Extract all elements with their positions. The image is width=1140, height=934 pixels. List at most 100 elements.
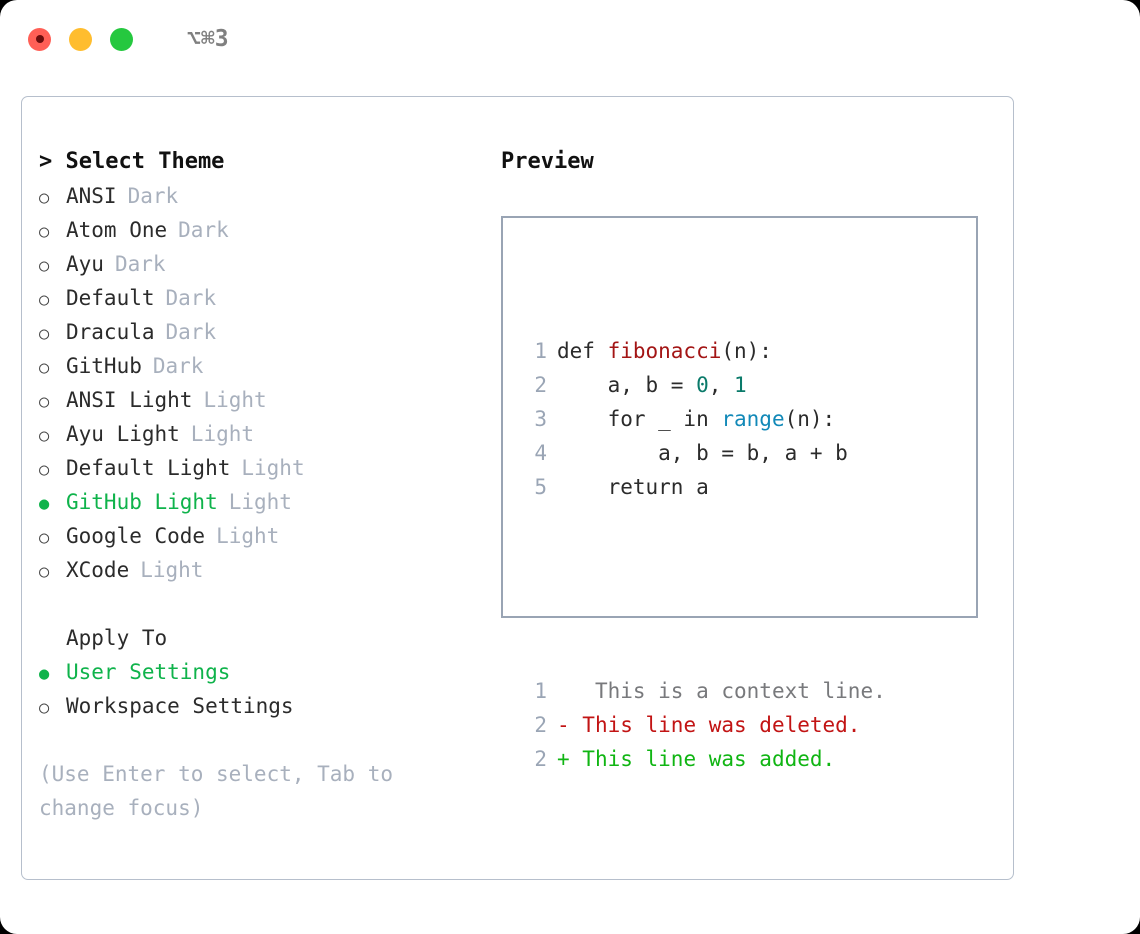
theme-variant-badge: Dark: [114, 252, 166, 276]
line-number: 3: [534, 407, 547, 431]
window-controls: [28, 27, 133, 51]
code-token-def: def: [557, 339, 608, 363]
code-token-num: 1: [734, 373, 747, 397]
theme-variant-badge: Light: [190, 422, 255, 446]
diff-lines: 1 This is a context line. 2- This line wa…: [521, 674, 886, 776]
apply-to-title: Apply To: [66, 626, 168, 650]
radio-unselected-icon: ○: [39, 358, 50, 378]
theme-name: Atom One: [66, 218, 168, 242]
theme-variant-badge: Dark: [127, 184, 179, 208]
line-number: 5: [534, 475, 547, 499]
diff-text-context: This is a context line.: [547, 674, 886, 708]
title-bar: ⌥⌘3: [0, 0, 1140, 78]
close-dot-inner: [35, 35, 44, 43]
code-token-plain: return a: [557, 475, 709, 499]
code-token-plain: for _ in: [557, 407, 722, 431]
radio-unselected-icon: ○: [39, 324, 50, 344]
line-number: 2: [534, 747, 547, 771]
theme-name: ANSI: [66, 184, 117, 208]
theme-list-item[interactable]: ○ Ayu Light Light: [39, 417, 479, 451]
code-token-plain: (n):: [721, 339, 772, 363]
radio-unselected-icon: ○: [39, 562, 50, 582]
diff-content: This line was added.: [569, 747, 836, 771]
radio-unselected-icon: ○: [39, 698, 50, 718]
apply-to-option[interactable]: ○ Workspace Settings: [39, 689, 479, 723]
code-text: a, b = b, a + b: [547, 436, 848, 470]
radio-unselected-icon: ○: [39, 392, 50, 412]
code-text: a, b = 0, 1: [547, 368, 747, 402]
apply-to-label: Workspace Settings: [66, 694, 294, 718]
theme-list-item[interactable]: ○ Atom One Dark: [39, 213, 479, 247]
theme-name: Default Light: [66, 456, 231, 480]
code-text: def fibonacci(n):: [547, 334, 772, 368]
theme-name: GitHub Light: [66, 490, 218, 514]
theme-name: Ayu: [66, 252, 104, 276]
diff-content: This is a context line.: [569, 679, 886, 703]
diff-content: This line was deleted.: [569, 713, 861, 737]
line-number: 4: [534, 441, 547, 465]
line-number: 1: [534, 679, 547, 703]
keyboard-shortcut-label: ⌥⌘3: [187, 26, 229, 52]
theme-list-item[interactable]: ○ Default Dark: [39, 281, 479, 315]
radio-unselected-icon: ○: [39, 460, 50, 480]
radio-unselected-icon: ○: [39, 528, 50, 548]
diff-line: 2- This line was deleted.: [521, 708, 886, 742]
diff-sign: +: [557, 747, 570, 771]
close-button-icon[interactable]: [28, 27, 51, 51]
theme-list-item[interactable]: ○ Default Light Light: [39, 451, 479, 485]
minimize-button-icon[interactable]: [69, 27, 92, 51]
code-line: 4 a, b = b, a + b: [521, 436, 886, 470]
code-gap: [521, 572, 886, 606]
code-line: 3 for _ in range(n):: [521, 402, 886, 436]
theme-variant-badge: Light: [228, 490, 292, 514]
code-token-plain: ,: [708, 373, 735, 397]
line-number: 2: [534, 373, 547, 397]
theme-variant-badge: Dark: [178, 218, 229, 242]
line-number: 1: [534, 339, 547, 363]
theme-variant-badge: Dark: [165, 320, 217, 344]
theme-list-item[interactable]: ○ ANSI Dark: [39, 179, 479, 213]
preview-header: Preview: [501, 149, 594, 174]
code-token-plain: a, b = b, a + b: [557, 441, 848, 465]
code-text: for _ in range(n):: [547, 402, 836, 436]
radio-unselected-icon: ○: [39, 290, 50, 310]
theme-name: GitHub: [66, 354, 142, 378]
diff-line: 2+ This line was added.: [521, 742, 886, 776]
radio-unselected-icon: ○: [39, 188, 50, 208]
theme-list-item[interactable]: ○ Dracula Dark: [39, 315, 479, 349]
keyboard-hint-text: (Use Enter to select, Tab to change focu…: [39, 762, 394, 820]
code-token-plain: (n):: [784, 407, 836, 431]
theme-name: Dracula: [66, 320, 155, 344]
theme-name: Ayu Light: [66, 422, 180, 446]
theme-variant-badge: Light: [241, 456, 305, 480]
code-text: return a: [547, 470, 709, 504]
select-theme-header: > Select Theme: [39, 149, 225, 174]
diff-text-added: + This line was added.: [547, 742, 835, 776]
theme-name: XCode: [66, 558, 130, 582]
apply-to-option[interactable]: ●User Settings: [39, 655, 479, 689]
radio-unselected-icon: ○: [39, 426, 50, 446]
code-token-num: 0: [696, 373, 709, 397]
maximize-button-icon[interactable]: [110, 27, 133, 51]
code-token-fn: fibonacci: [607, 339, 722, 363]
code-token-call: range: [721, 407, 785, 431]
code-line: 2 a, b = 0, 1: [521, 368, 886, 402]
theme-variant-badge: Light: [216, 524, 280, 548]
theme-name: Default: [66, 286, 155, 310]
theme-variant-badge: Dark: [165, 286, 217, 310]
radio-unselected-icon: ○: [39, 222, 50, 242]
theme-list-item[interactable]: ○ Ayu Dark: [39, 247, 479, 281]
radio-unselected-icon: ○: [39, 256, 50, 276]
radio-selected-icon: ●: [39, 664, 50, 684]
